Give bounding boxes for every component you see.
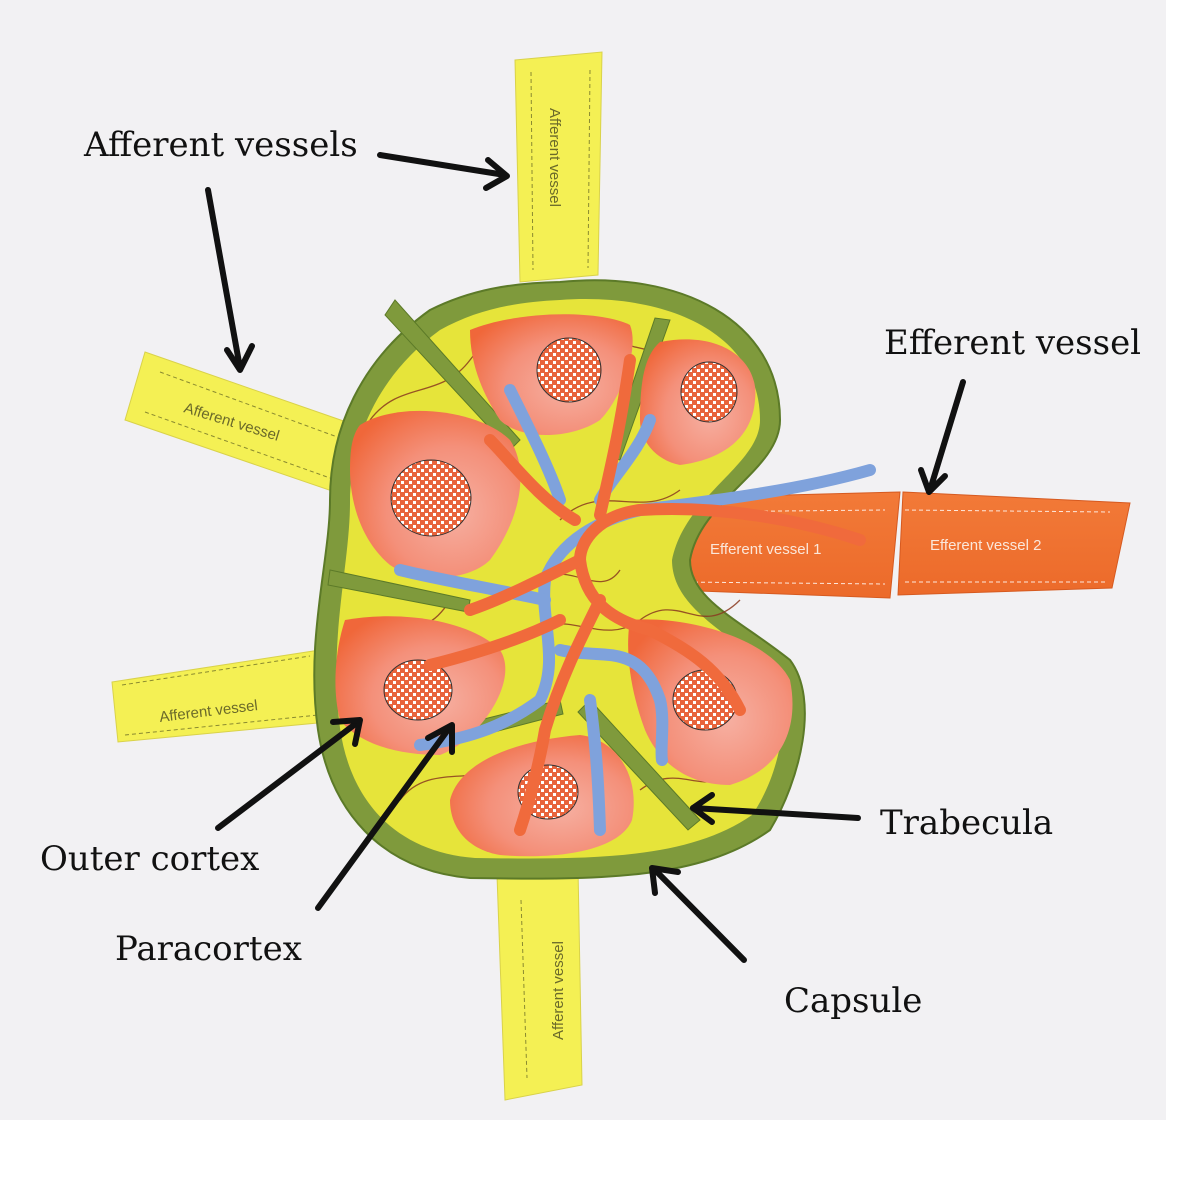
follicle: [536, 337, 602, 403]
arrow-afferent-top: [377, 152, 508, 178]
lobule-upper-right: [640, 339, 756, 465]
arrow-capsule: [652, 867, 747, 963]
follicle: [390, 459, 472, 537]
label-trabecula: Trabecula: [880, 803, 1054, 843]
arrowhead: [483, 157, 510, 191]
label-efferent-vessel: Efferent vessel: [884, 323, 1142, 363]
arrowhead: [330, 717, 363, 747]
arrowhead: [690, 792, 715, 825]
follicle: [383, 659, 453, 721]
label-afferent-vessels: Afferent vessels: [84, 125, 358, 165]
follicle: [680, 361, 738, 423]
efferent-vessel-2: Efferent vessel 2: [897, 491, 1131, 596]
arrowhead: [918, 467, 948, 495]
afferent-vessel-top: Afferent vessel: [514, 51, 603, 283]
label-capsule: Capsule: [784, 981, 923, 1021]
lobule-left: [350, 410, 521, 578]
efferent-2-label: Efferent vessel 2: [930, 537, 1041, 554]
label-paracortex: Paracortex: [115, 929, 302, 969]
afferent-bottom-label: Afferent vessel: [550, 941, 567, 1040]
arrowhead: [649, 865, 681, 896]
arrow-outer-cortex: [215, 719, 361, 831]
arrow-paracortex: [315, 724, 453, 911]
blood-vessels-orange: [424, 354, 866, 836]
label-outer-cortex: Outer cortex: [40, 839, 260, 879]
efferent-1-label: Efferent vessel 1: [710, 541, 821, 558]
arrow-efferent: [927, 379, 966, 493]
arrowhead: [425, 722, 455, 755]
afferent-top-label: Afferent vessel: [546, 108, 563, 207]
lobule-top: [470, 314, 633, 435]
callout-arrows: [205, 152, 966, 963]
afferent-vessel-left-lower: Afferent vessel: [111, 649, 329, 743]
arrow-trabecula: [690, 805, 861, 821]
follicle: [672, 669, 738, 731]
afferent-vessel-bottom: Afferent vessel: [496, 867, 583, 1101]
arrow-afferent-left: [205, 187, 243, 371]
arrowhead: [224, 343, 255, 373]
